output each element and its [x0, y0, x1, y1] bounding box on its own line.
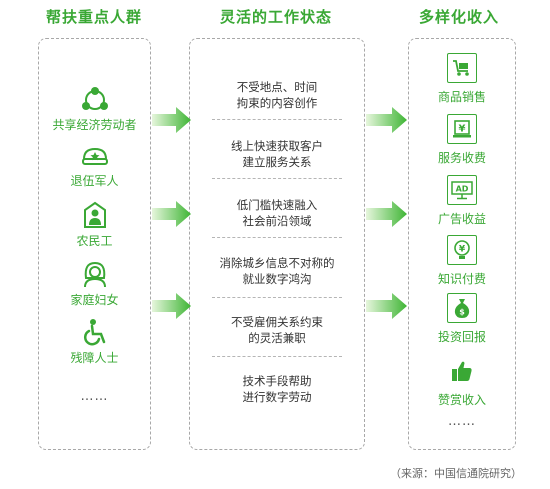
worker-icon	[83, 201, 106, 228]
cart-icon	[447, 53, 477, 83]
left-more-ellipsis: ……	[80, 389, 109, 404]
thumbs-up-icon	[447, 356, 477, 386]
left-item-migrant-workers: 农民工	[39, 201, 150, 249]
right-item-investment-return: $ 投资回报	[409, 293, 515, 345]
svg-text:$: $	[459, 308, 465, 317]
left-item-housewives: 家庭妇女	[39, 260, 150, 308]
mid-item-low-threshold: 低门槛快速融入社会前沿领域	[236, 198, 318, 228]
arrow-left-to-middle-3	[152, 293, 191, 319]
mid-item-digital-divide: 消除城乡信息不对称的就业数字鸿沟	[219, 256, 335, 286]
right-item-label: 知识付费	[437, 272, 486, 286]
right-item-label: 服务收费	[437, 151, 486, 165]
wheelchair-icon	[83, 319, 105, 346]
arrow-left-to-middle-1	[152, 107, 191, 133]
woman-icon	[83, 261, 106, 288]
middle-column-title: 灵活的工作状态	[219, 8, 332, 26]
left-item-veterans: 退伍军人	[39, 147, 150, 189]
left-item-label: 残障人士	[70, 351, 119, 365]
yen-card-icon: ¥	[447, 114, 477, 144]
right-item-label: 赞赏收入	[437, 393, 486, 407]
left-panel: 共享经济劳动者 退伍军人 农民工 家庭妇女 残障人士	[38, 38, 151, 450]
right-panel: 商品销售 ¥ 服务收费 AD 广告收益 ¥	[408, 38, 516, 450]
left-item-label: 退伍军人	[70, 174, 119, 188]
arrow-middle-to-right-3	[366, 293, 407, 319]
right-item-tips: 赞赏收入	[409, 356, 515, 408]
arrow-left-to-middle-2	[152, 201, 191, 227]
right-item-label: 投资回报	[437, 330, 486, 344]
right-item-label: 商品销售	[437, 90, 486, 104]
mid-item-online-clients: 线上快速获取客户建立服务关系	[231, 139, 323, 169]
right-item-service-fees: ¥ 服务收费	[409, 114, 515, 166]
middle-panel: 不受地点、时间拘束的内容创作 线上快速获取客户建立服务关系 低门槛快速融入社会前…	[189, 38, 365, 450]
left-column-title: 帮扶重点人群	[45, 8, 142, 26]
right-item-ad-revenue: AD 广告收益	[409, 175, 515, 227]
yen-bulb-icon: ¥	[447, 235, 477, 265]
divider	[212, 178, 342, 179]
source-note: （来源：中国信通院研究）	[390, 467, 522, 480]
mid-item-content-creation: 不受地点、时间拘束的内容创作	[236, 80, 318, 110]
divider	[212, 297, 342, 298]
left-item-label: 农民工	[76, 234, 113, 248]
people-network-icon	[81, 87, 108, 110]
money-bag-icon: $	[447, 293, 477, 323]
right-item-label: 广告收益	[437, 212, 486, 226]
left-item-label: 共享经济劳动者	[52, 118, 137, 132]
divider	[212, 119, 342, 120]
ad-icon: AD	[447, 175, 477, 205]
svg-text:¥: ¥	[459, 245, 466, 255]
svg-text:¥: ¥	[459, 124, 466, 135]
right-more-ellipsis: ……	[448, 414, 476, 429]
right-column-title: 多样化收入	[418, 8, 499, 26]
left-item-disabled: 残障人士	[39, 318, 150, 366]
right-item-paid-knowledge: ¥ 知识付费	[409, 235, 515, 287]
military-cap-icon	[81, 147, 108, 165]
mid-item-flexible-parttime: 不受雇佣关系约束的灵活兼职	[231, 315, 323, 345]
divider	[212, 356, 342, 357]
arrow-middle-to-right-1	[366, 107, 407, 133]
svg-text:AD: AD	[456, 185, 469, 194]
divider	[212, 237, 342, 238]
arrow-middle-to-right-2	[366, 201, 407, 227]
mid-item-digital-labor: 技术手段帮助进行数字劳动	[242, 374, 312, 404]
right-item-product-sales: 商品销售	[409, 53, 515, 105]
left-item-sharing-economy: 共享经济劳动者	[39, 87, 150, 133]
left-item-label: 家庭妇女	[70, 293, 119, 307]
